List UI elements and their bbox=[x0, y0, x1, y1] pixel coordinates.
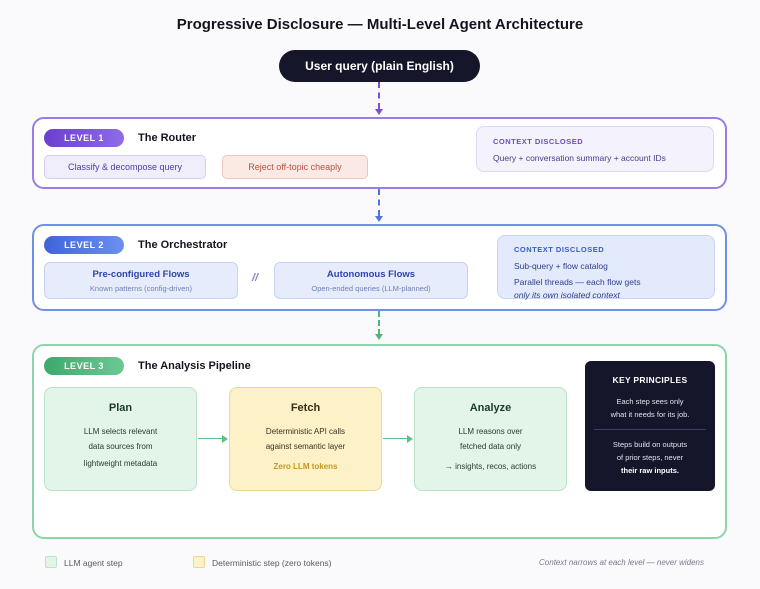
user-query-node: User query (plain English) bbox=[279, 50, 480, 82]
level1-chip-reject: Reject off-topic cheaply bbox=[222, 155, 368, 179]
key-principles-heading: KEY PRINCIPLES bbox=[612, 375, 688, 385]
arrowhead-query-to-level1 bbox=[375, 109, 383, 115]
analyze-step-line-2: fetched data only bbox=[460, 442, 521, 451]
principle-2-line-1: Steps build on outputs bbox=[612, 440, 688, 449]
level3-title: The Analysis Pipeline bbox=[138, 360, 251, 372]
plan-step-line-1: LLM selects relevant bbox=[83, 427, 158, 436]
key-principles-panel: KEY PRINCIPLES Each step sees only what … bbox=[585, 361, 715, 491]
level2-context-heading: CONTEXT DISCLOSED bbox=[514, 245, 605, 254]
level2-title: The Orchestrator bbox=[138, 239, 228, 251]
plan-step-title: Plan bbox=[108, 402, 133, 414]
principle-2-line-2: of prior steps, never bbox=[616, 453, 684, 462]
level2-context-box: CONTEXT DISCLOSED Sub-query + flow catal… bbox=[497, 235, 715, 300]
fetch-zero-tokens-label: Zero LLM tokens bbox=[273, 462, 338, 471]
principles-divider bbox=[594, 429, 706, 430]
legend-deterministic-label: Deterministic step (zero tokens) bbox=[212, 558, 332, 568]
plan-step-line-2: data sources from bbox=[88, 442, 153, 451]
level2-context-line-1: Sub-query + flow catalog bbox=[514, 261, 608, 271]
legend-llm-swatch bbox=[45, 556, 57, 568]
arrow-level2-to-level3 bbox=[378, 311, 380, 335]
level2-badge: LEVEL 2 bbox=[44, 236, 124, 254]
analyze-outputs-label: → insights, recos, actions bbox=[444, 462, 537, 471]
preconfigured-flows-box: Pre-configured Flows Known patterns (con… bbox=[44, 262, 238, 299]
arrowhead-fetch-to-analyze bbox=[407, 435, 413, 443]
level1-badge: LEVEL 1 bbox=[44, 129, 124, 147]
fetch-step-line-2: against semantic layer bbox=[265, 442, 346, 451]
level1-context-heading: CONTEXT DISCLOSED bbox=[493, 137, 584, 146]
arrow-query-to-level1 bbox=[378, 82, 380, 109]
arrowhead-level2-to-level3 bbox=[375, 334, 383, 340]
analyze-step-title: Analyze bbox=[469, 402, 512, 414]
arrow-level1-to-level2 bbox=[378, 189, 380, 216]
principle-2-line-3: their raw inputs. bbox=[621, 466, 679, 475]
diagram-title: Progressive Disclosure — Multi-Level Age… bbox=[176, 16, 584, 33]
arrow-plan-to-fetch bbox=[198, 438, 222, 439]
flows-separator: // bbox=[252, 272, 259, 284]
arrowhead-plan-to-fetch bbox=[222, 435, 228, 443]
principle-1-line-2: what it needs for its job. bbox=[610, 410, 690, 419]
autonomous-flows-subtitle: Open-ended queries (LLM-planned) bbox=[311, 283, 431, 293]
preconfigured-flows-subtitle: Known patterns (config-driven) bbox=[89, 283, 193, 293]
level1-context-line: Query + conversation summary + account I… bbox=[493, 153, 666, 163]
analyze-step-line-1: LLM reasons over bbox=[458, 427, 523, 436]
autonomous-flows-box: Autonomous Flows Open-ended queries (LLM… bbox=[274, 262, 468, 299]
fetch-step-title: Fetch bbox=[290, 402, 321, 414]
level3-badge: LEVEL 3 bbox=[44, 357, 124, 375]
preconfigured-flows-title: Pre-configured Flows bbox=[92, 268, 190, 280]
analyze-step-box: Analyze LLM reasons over fetched data on… bbox=[414, 387, 567, 491]
legend-note: Context narrows at each level — never wi… bbox=[539, 558, 704, 567]
fetch-step-line-1: Deterministic API calls bbox=[265, 427, 346, 436]
level1-context-box: CONTEXT DISCLOSED Query + conversation s… bbox=[476, 126, 714, 172]
principle-1-line-1: Each step sees only bbox=[616, 397, 684, 406]
legend-deterministic-swatch bbox=[193, 556, 205, 568]
level1-title: The Router bbox=[138, 132, 197, 144]
arrowhead-level1-to-level2 bbox=[375, 216, 383, 222]
autonomous-flows-title: Autonomous Flows bbox=[326, 268, 416, 280]
plan-step-line-3: lightweight metadata bbox=[83, 459, 158, 468]
level2-context-line-2: Parallel threads — each flow gets bbox=[514, 277, 641, 287]
arrow-fetch-to-analyze bbox=[383, 438, 407, 439]
level2-context-emphasis: only its own isolated context bbox=[514, 290, 620, 300]
level1-chip-classify: Classify & decompose query bbox=[44, 155, 206, 179]
plan-step-box: Plan LLM selects relevant data sources f… bbox=[44, 387, 197, 491]
legend-llm-label: LLM agent step bbox=[64, 558, 123, 568]
fetch-step-box: Fetch Deterministic API calls against se… bbox=[229, 387, 382, 491]
